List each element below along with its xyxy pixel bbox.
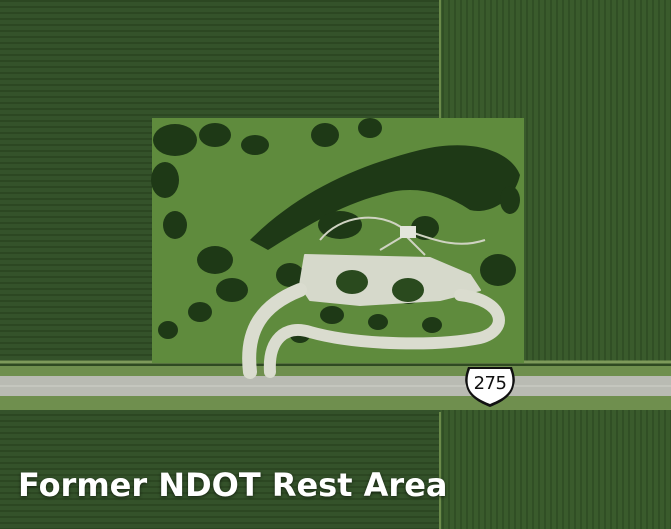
crop-field-south-east	[440, 410, 671, 529]
crop-field-east	[524, 120, 671, 363]
rest-area-building	[400, 226, 416, 238]
crop-field-west	[0, 118, 152, 363]
crop-field-northeast	[440, 0, 671, 120]
map-caption: Former NDOT Rest Area	[18, 466, 448, 504]
parking-island-west	[336, 270, 368, 294]
us-route-shield: 275	[462, 365, 518, 409]
crop-field-northwest	[0, 0, 440, 118]
crop-field-south-west	[0, 410, 440, 529]
us-route-shield-icon	[465, 367, 515, 407]
route-number: 275	[473, 373, 507, 394]
parking-island-east	[392, 278, 424, 302]
